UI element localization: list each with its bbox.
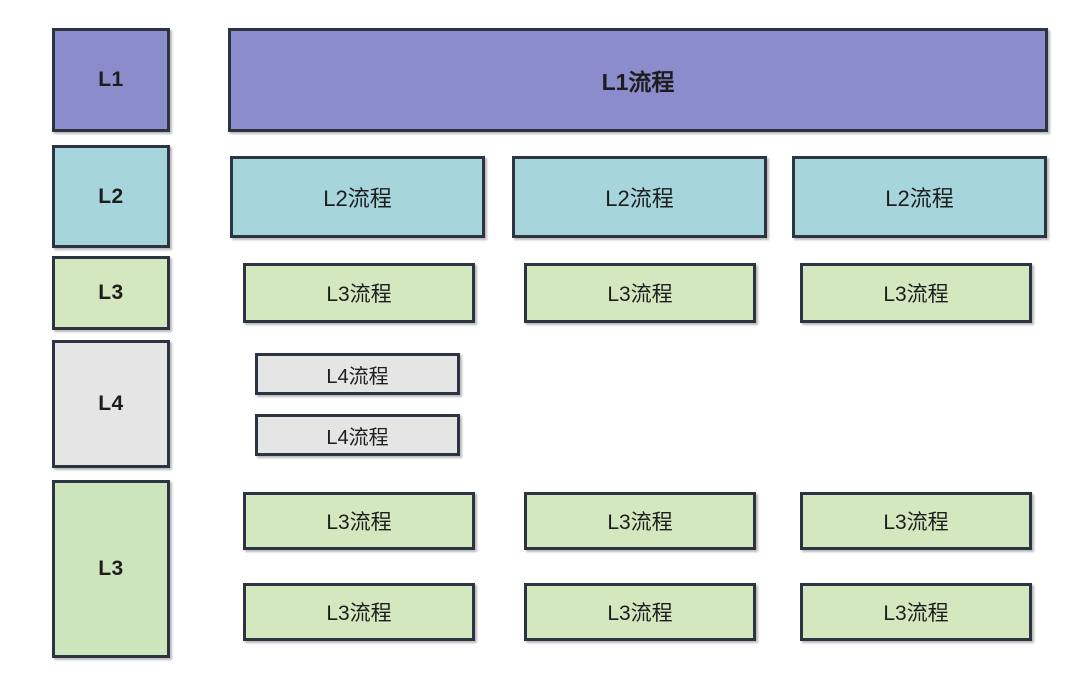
process-box-l2-3[interactable]: L2流程 xyxy=(792,156,1047,238)
process-box-l2-1[interactable]: L2流程 xyxy=(230,156,485,238)
process-box-l4-1[interactable]: L4流程 xyxy=(255,353,460,395)
process-box-l3-lower-r2c2[interactable]: L3流程 xyxy=(524,583,756,641)
process-box-l3-upper-2[interactable]: L3流程 xyxy=(524,263,756,323)
process-box-l4-2[interactable]: L4流程 xyxy=(255,414,460,456)
level-label-l2: L2 xyxy=(52,145,170,248)
process-box-l3-upper-1[interactable]: L3流程 xyxy=(243,263,475,323)
process-box-l3-upper-3[interactable]: L3流程 xyxy=(800,263,1032,323)
level-label-l3-lower: L3 xyxy=(52,480,170,658)
process-box-l3-lower-r1c3[interactable]: L3流程 xyxy=(800,492,1032,550)
level-label-l4: L4 xyxy=(52,340,170,468)
level-label-l1: L1 xyxy=(52,28,170,132)
process-box-l3-lower-r2c3[interactable]: L3流程 xyxy=(800,583,1032,641)
process-box-l1[interactable]: L1流程 xyxy=(228,28,1048,132)
level-label-l3-upper: L3 xyxy=(52,256,170,330)
process-box-l3-lower-r1c2[interactable]: L3流程 xyxy=(524,492,756,550)
process-box-l3-lower-r2c1[interactable]: L3流程 xyxy=(243,583,475,641)
process-box-l2-2[interactable]: L2流程 xyxy=(512,156,767,238)
process-box-l3-lower-r1c1[interactable]: L3流程 xyxy=(243,492,475,550)
